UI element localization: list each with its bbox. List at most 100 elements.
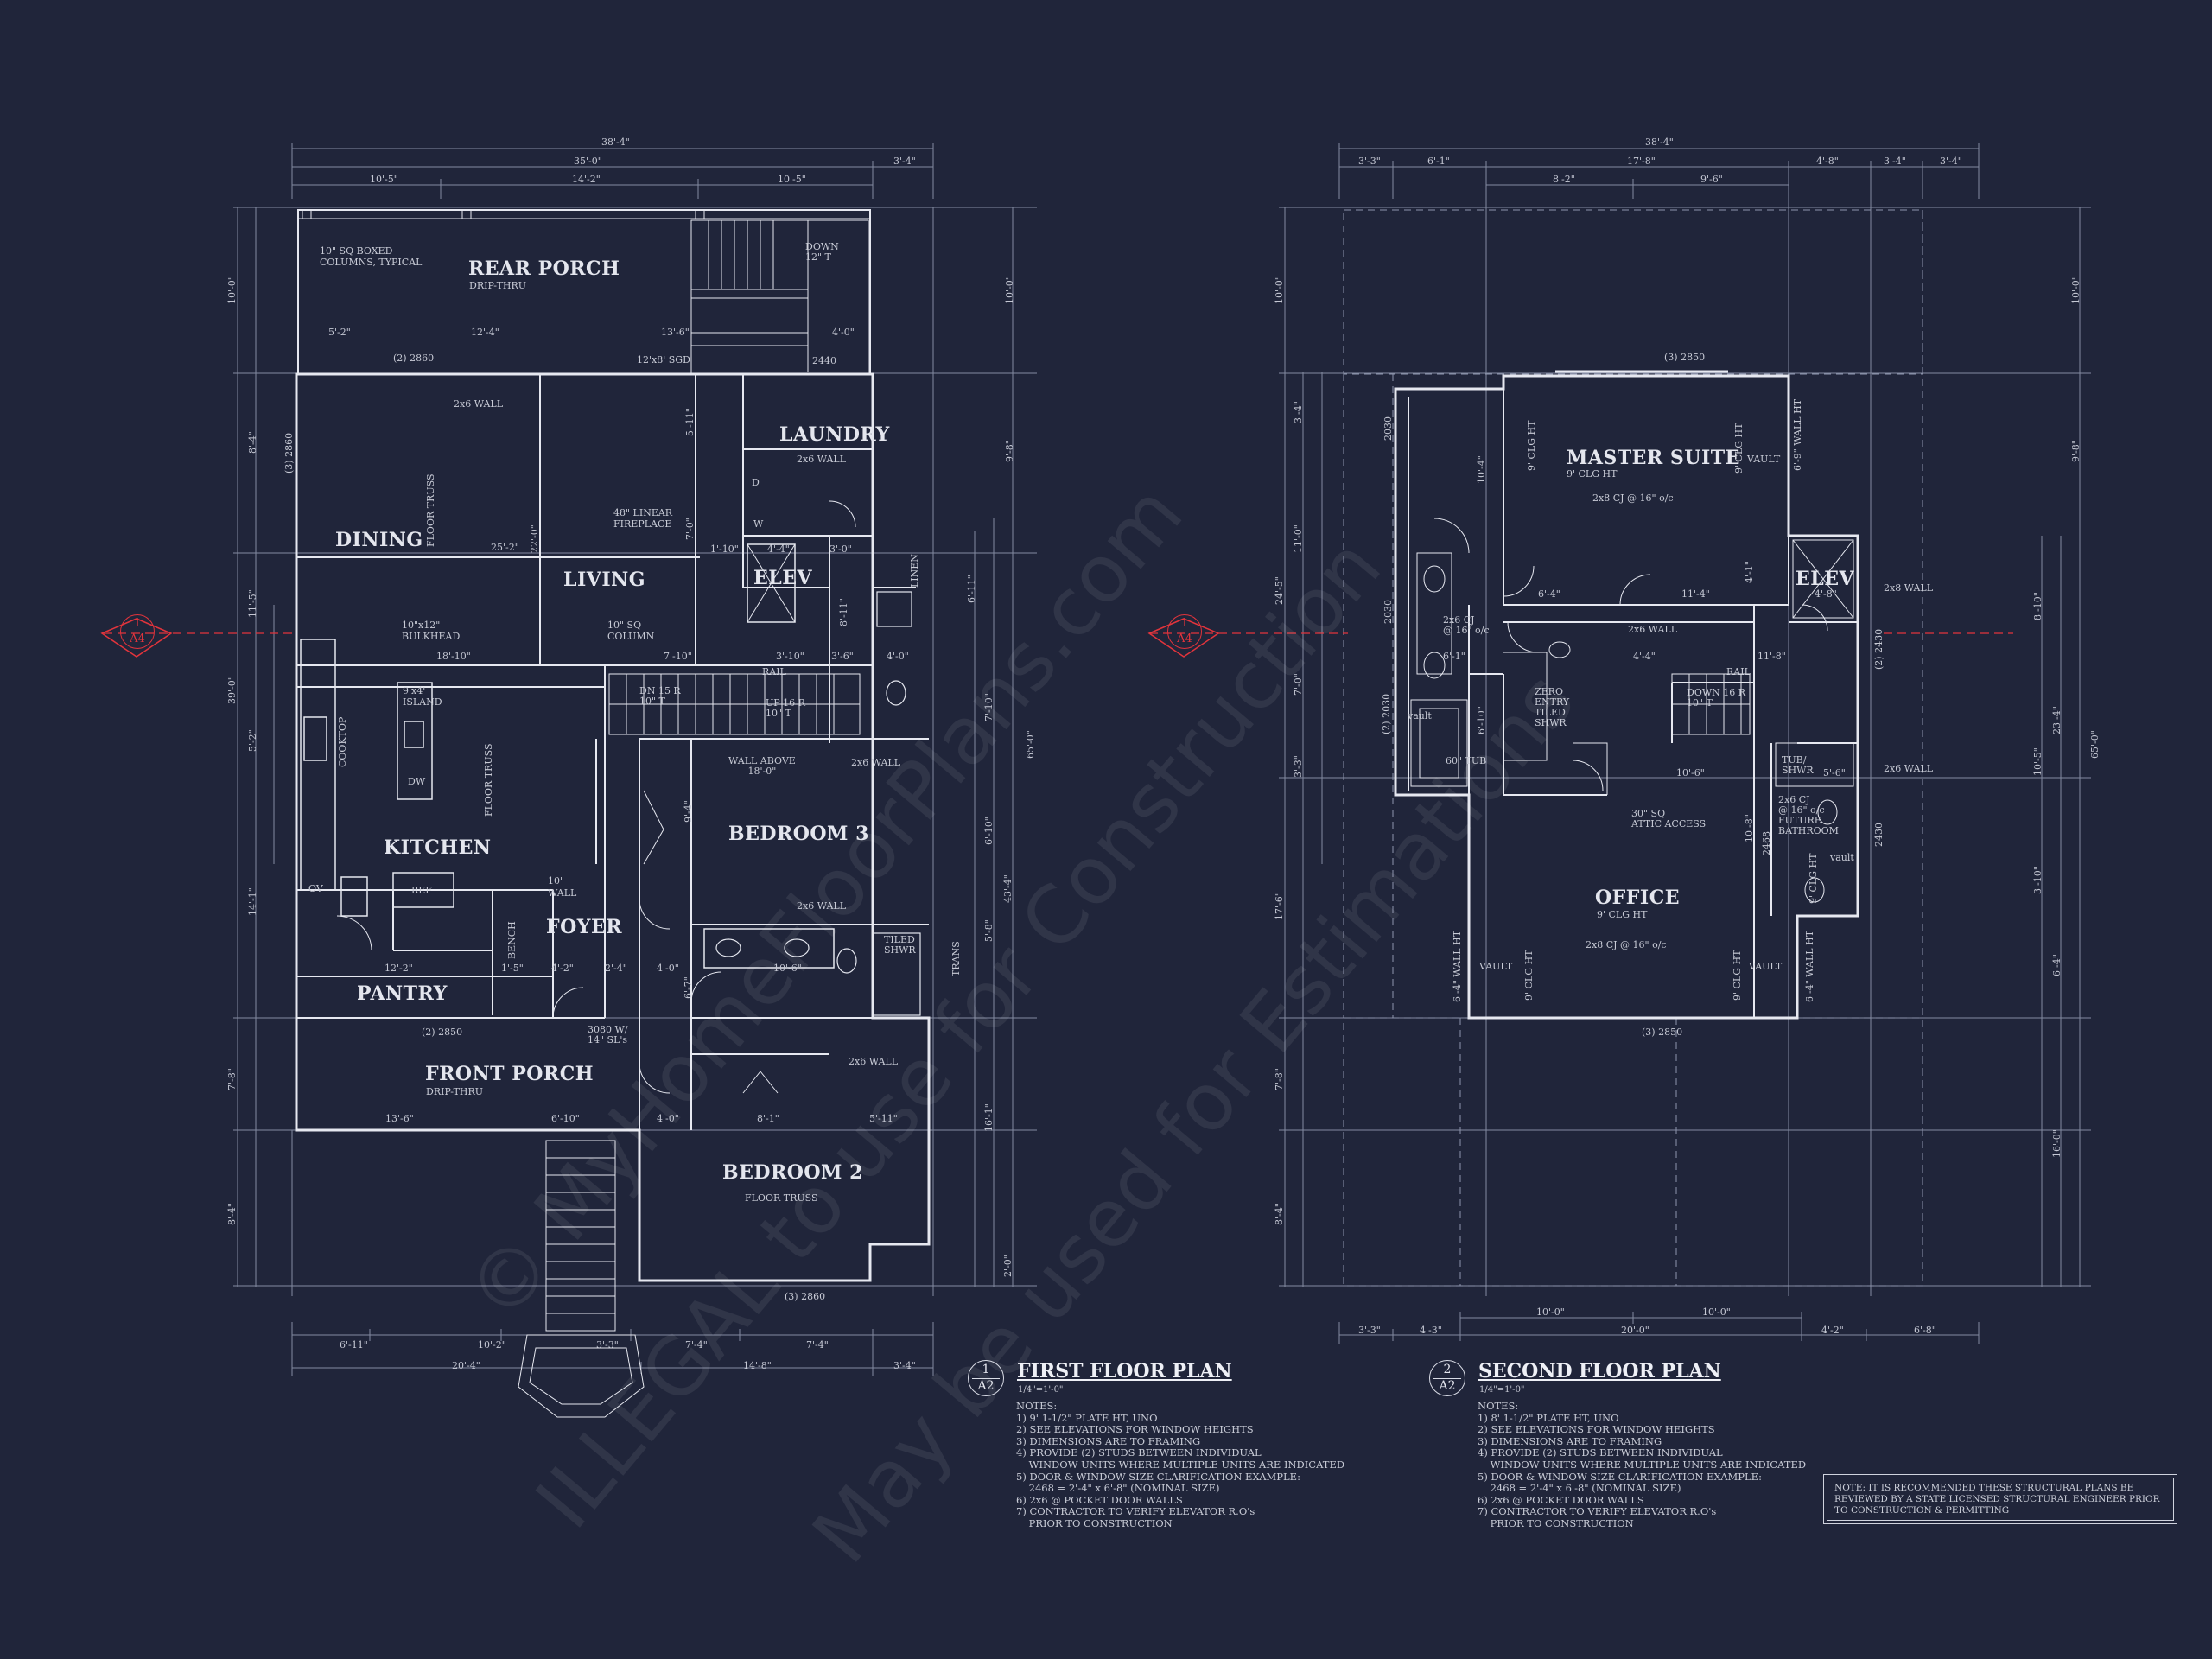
office-sub: 9' CLG HT (1597, 909, 1648, 920)
dim-ff-bot-7-4a: 7'-4" (685, 1339, 708, 1351)
section-mark-second: 1 A4 (1167, 614, 1202, 649)
note-columns: 10" SQ BOXED COLUMNS, TYPICAL (320, 245, 423, 268)
note-cj-master: 2x8 CJ @ 16" o/c (1592, 493, 1674, 504)
note-2x6-wall-e: 2x6 WALL (849, 1056, 899, 1067)
window-2860-c: (3) 2860 (785, 1291, 826, 1302)
dim-sf-m-11-8: 11'-8" (1758, 651, 1786, 662)
note-island: 9'x4' ISLAND (403, 685, 442, 708)
note-tiled-shwr-first: TILED SHWR (884, 934, 916, 956)
dim-sf-l-10-0: 10'-0" (1274, 276, 1285, 304)
note-vault-small-a: vault (1408, 710, 1432, 721)
second-floor-notes: NOTES: 1) 8' 1-1/2" PLATE HT, UNO 2) SEE… (1478, 1400, 1807, 1529)
dim-sf-m-5-6: 5'-6" (1823, 767, 1846, 779)
dim-ff-k-18-10: 18'-10" (436, 651, 471, 662)
dim-ff-l-8-4b: 8'-4" (226, 1203, 238, 1225)
first-floor-scale: 1/4"=1'-0" (1018, 1385, 1064, 1395)
room-foyer: FOYER (546, 916, 623, 938)
dim-ff-b3-3-10: 3'-10" (776, 651, 804, 662)
dim-ff-i-9-4: 9'-4" (683, 800, 694, 823)
note-wall-above: WALL ABOVE 18'-0" (728, 755, 796, 777)
room-laundry: LAUNDRY (779, 423, 890, 446)
note-clg-d: 9' CLG HT (1732, 950, 1743, 1001)
dim-ff-f-4-0: 4'-0" (657, 963, 679, 974)
dim-ff-top-35: 35'-0" (574, 156, 602, 167)
dim-ff-bot-3-3: 3'-3" (596, 1339, 619, 1351)
dim-ff-b2-5-11: 5'-11" (869, 1113, 898, 1124)
note-wall-ht-a: 6'-9" WALL HT (1792, 398, 1803, 471)
dim-ff-b3-3-6: 3'-6" (831, 651, 854, 662)
note-column: 10" SQ COLUMN (607, 620, 655, 642)
note-floor-truss-b: FLOOR TRUSS (483, 743, 494, 817)
note-clg-c: 9' CLG HT (1523, 950, 1535, 1001)
note-ref: REF (411, 885, 432, 896)
dim-sf-m-4-4: 4'-4" (1633, 651, 1656, 662)
note-sliders: 3080 W/ 14" SL's (588, 1024, 628, 1046)
note-dw: DW (408, 776, 426, 787)
master-suite-sub: 9' CLG HT (1567, 468, 1618, 480)
section-mark-number: 1 (1180, 617, 1189, 630)
dim-sf-t-8-2: 8'-2" (1553, 174, 1575, 185)
dim-ff-rt-9-8: 9'-8" (1004, 440, 1015, 462)
room-elev-second: ELEV (1796, 568, 1855, 590)
dim-ff-liv-22-0: 22'-0" (529, 524, 540, 553)
dim-sf-m-10-6: 10'-6" (1676, 767, 1705, 779)
dim-ff-fp-6-10: 6'-10" (551, 1113, 580, 1124)
section-mark-sheet: A4 (130, 632, 145, 645)
dim-sf-i-10-4: 10'-4" (1476, 455, 1487, 484)
dim-sf-l-3-3: 3'-3" (1293, 755, 1304, 778)
dim-ff-top-3-4: 3'-4" (893, 156, 916, 167)
dim-ff-i-8-11: 8'-11" (838, 598, 849, 626)
note-vault-small-b: vault (1830, 852, 1854, 863)
dim-ff-f-2-4: 2'-4" (605, 963, 627, 974)
dim-sf-r-16-0: 16'-0" (2051, 1129, 2063, 1158)
room-elev-first: ELEV (753, 567, 813, 589)
second-floor-bubble-number: 2 (1443, 1363, 1452, 1376)
dim-sf-r-65-0: 65'-0" (2089, 730, 2101, 759)
window-2850-top: (3) 2850 (1664, 352, 1706, 363)
first-floor-title-bubble: 1 A2 (968, 1360, 1004, 1396)
dim-ff-bot-3-4: 3'-4" (893, 1360, 916, 1371)
window-2430-b: 2430 (1873, 823, 1885, 847)
dim-ff-overall-top: 38'-4" (601, 137, 630, 148)
dim-sf-t-3-4b: 3'-4" (1940, 156, 1962, 167)
room-office: OFFICE (1595, 887, 1680, 909)
note-rail-second: RAIL (1726, 666, 1751, 677)
dim-sf-l-3-4: 3'-4" (1293, 401, 1304, 423)
dim-sf-t-3-3: 3'-3" (1358, 156, 1381, 167)
dim-ff-rt-43-4: 43'-4" (1002, 874, 1014, 903)
dim-sf-l-17-6: 17'-6" (1274, 892, 1285, 920)
dim-ff-bot-14-8: 14'-8" (743, 1360, 772, 1371)
dim-ff-rt-5-8: 5'-8" (983, 919, 995, 942)
room-pantry: PANTRY (357, 982, 448, 1005)
note-2x6-wall-c: 2x6 WALL (851, 757, 901, 768)
note-linen: LINEN (909, 554, 920, 588)
dim-ff-l-39-0: 39'-0" (226, 676, 238, 704)
note-up-16r: UP 16 R 10" T (766, 697, 805, 719)
room-bedroom-2: BEDROOM 2 (722, 1161, 863, 1184)
dim-ff-liv-25-2: 25'-2" (491, 542, 519, 553)
dim-sf-l-8-4: 8'-4" (1274, 1203, 1285, 1225)
front-porch-sub: DRIP-THRU (426, 1086, 484, 1097)
note-trans: TRANS (950, 941, 962, 976)
window-2850-bot: (3) 2850 (1642, 1027, 1683, 1038)
dim-ff-bot-6-11: 6'-11" (340, 1339, 368, 1351)
window-2030-b: 2030 (1382, 600, 1394, 624)
dim-ff-l-7-8: 7'-8" (226, 1068, 238, 1090)
dim-ff-l-8-4: 8'-4" (247, 431, 258, 454)
bubble-divider (1433, 1378, 1461, 1379)
section-mark-first: 1 A4 (120, 614, 155, 649)
dim-sf-l-11-0: 11'-0" (1293, 524, 1304, 553)
dim-ff-top-14-2: 14'-2" (572, 174, 601, 185)
dim-ff-rt-6-10: 6'-10" (983, 817, 995, 845)
window-2030-a: 2030 (1382, 416, 1394, 441)
room-rear-porch: REAR PORCH (468, 257, 620, 280)
dim-ff-rt-65-0: 65'-0" (1025, 730, 1036, 759)
dim-ff-l-10-0: 10'-0" (226, 276, 238, 304)
first-floor-title: FIRST FLOOR PLAN (1017, 1360, 1232, 1382)
note-tub: 60" TUB (1446, 755, 1487, 766)
dim-ff-k-7-10: 7'-10" (664, 651, 692, 662)
note-clg-a: 9' CLG HT (1526, 420, 1537, 471)
note-vault-c: VAULT (1749, 961, 1783, 972)
note-2x6-wall-second-a: 2x6 WALL (1628, 624, 1678, 635)
